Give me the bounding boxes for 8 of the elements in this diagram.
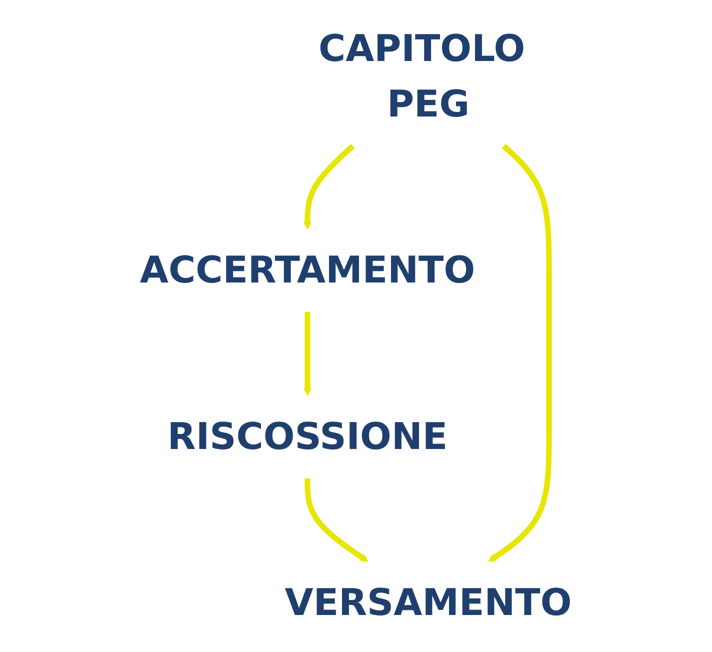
- node-text: ACCERTAMENTO: [140, 249, 476, 292]
- node-text: RISCOSSIONE: [168, 416, 448, 458]
- arrow: [488, 144, 552, 562]
- arrow: [304, 144, 355, 230]
- arrow: [304, 478, 368, 562]
- node-text: CAPITOLO PEG: [318, 28, 526, 126]
- node-text: VERSAMENTO: [284, 582, 572, 624]
- arrow: [304, 312, 312, 396]
